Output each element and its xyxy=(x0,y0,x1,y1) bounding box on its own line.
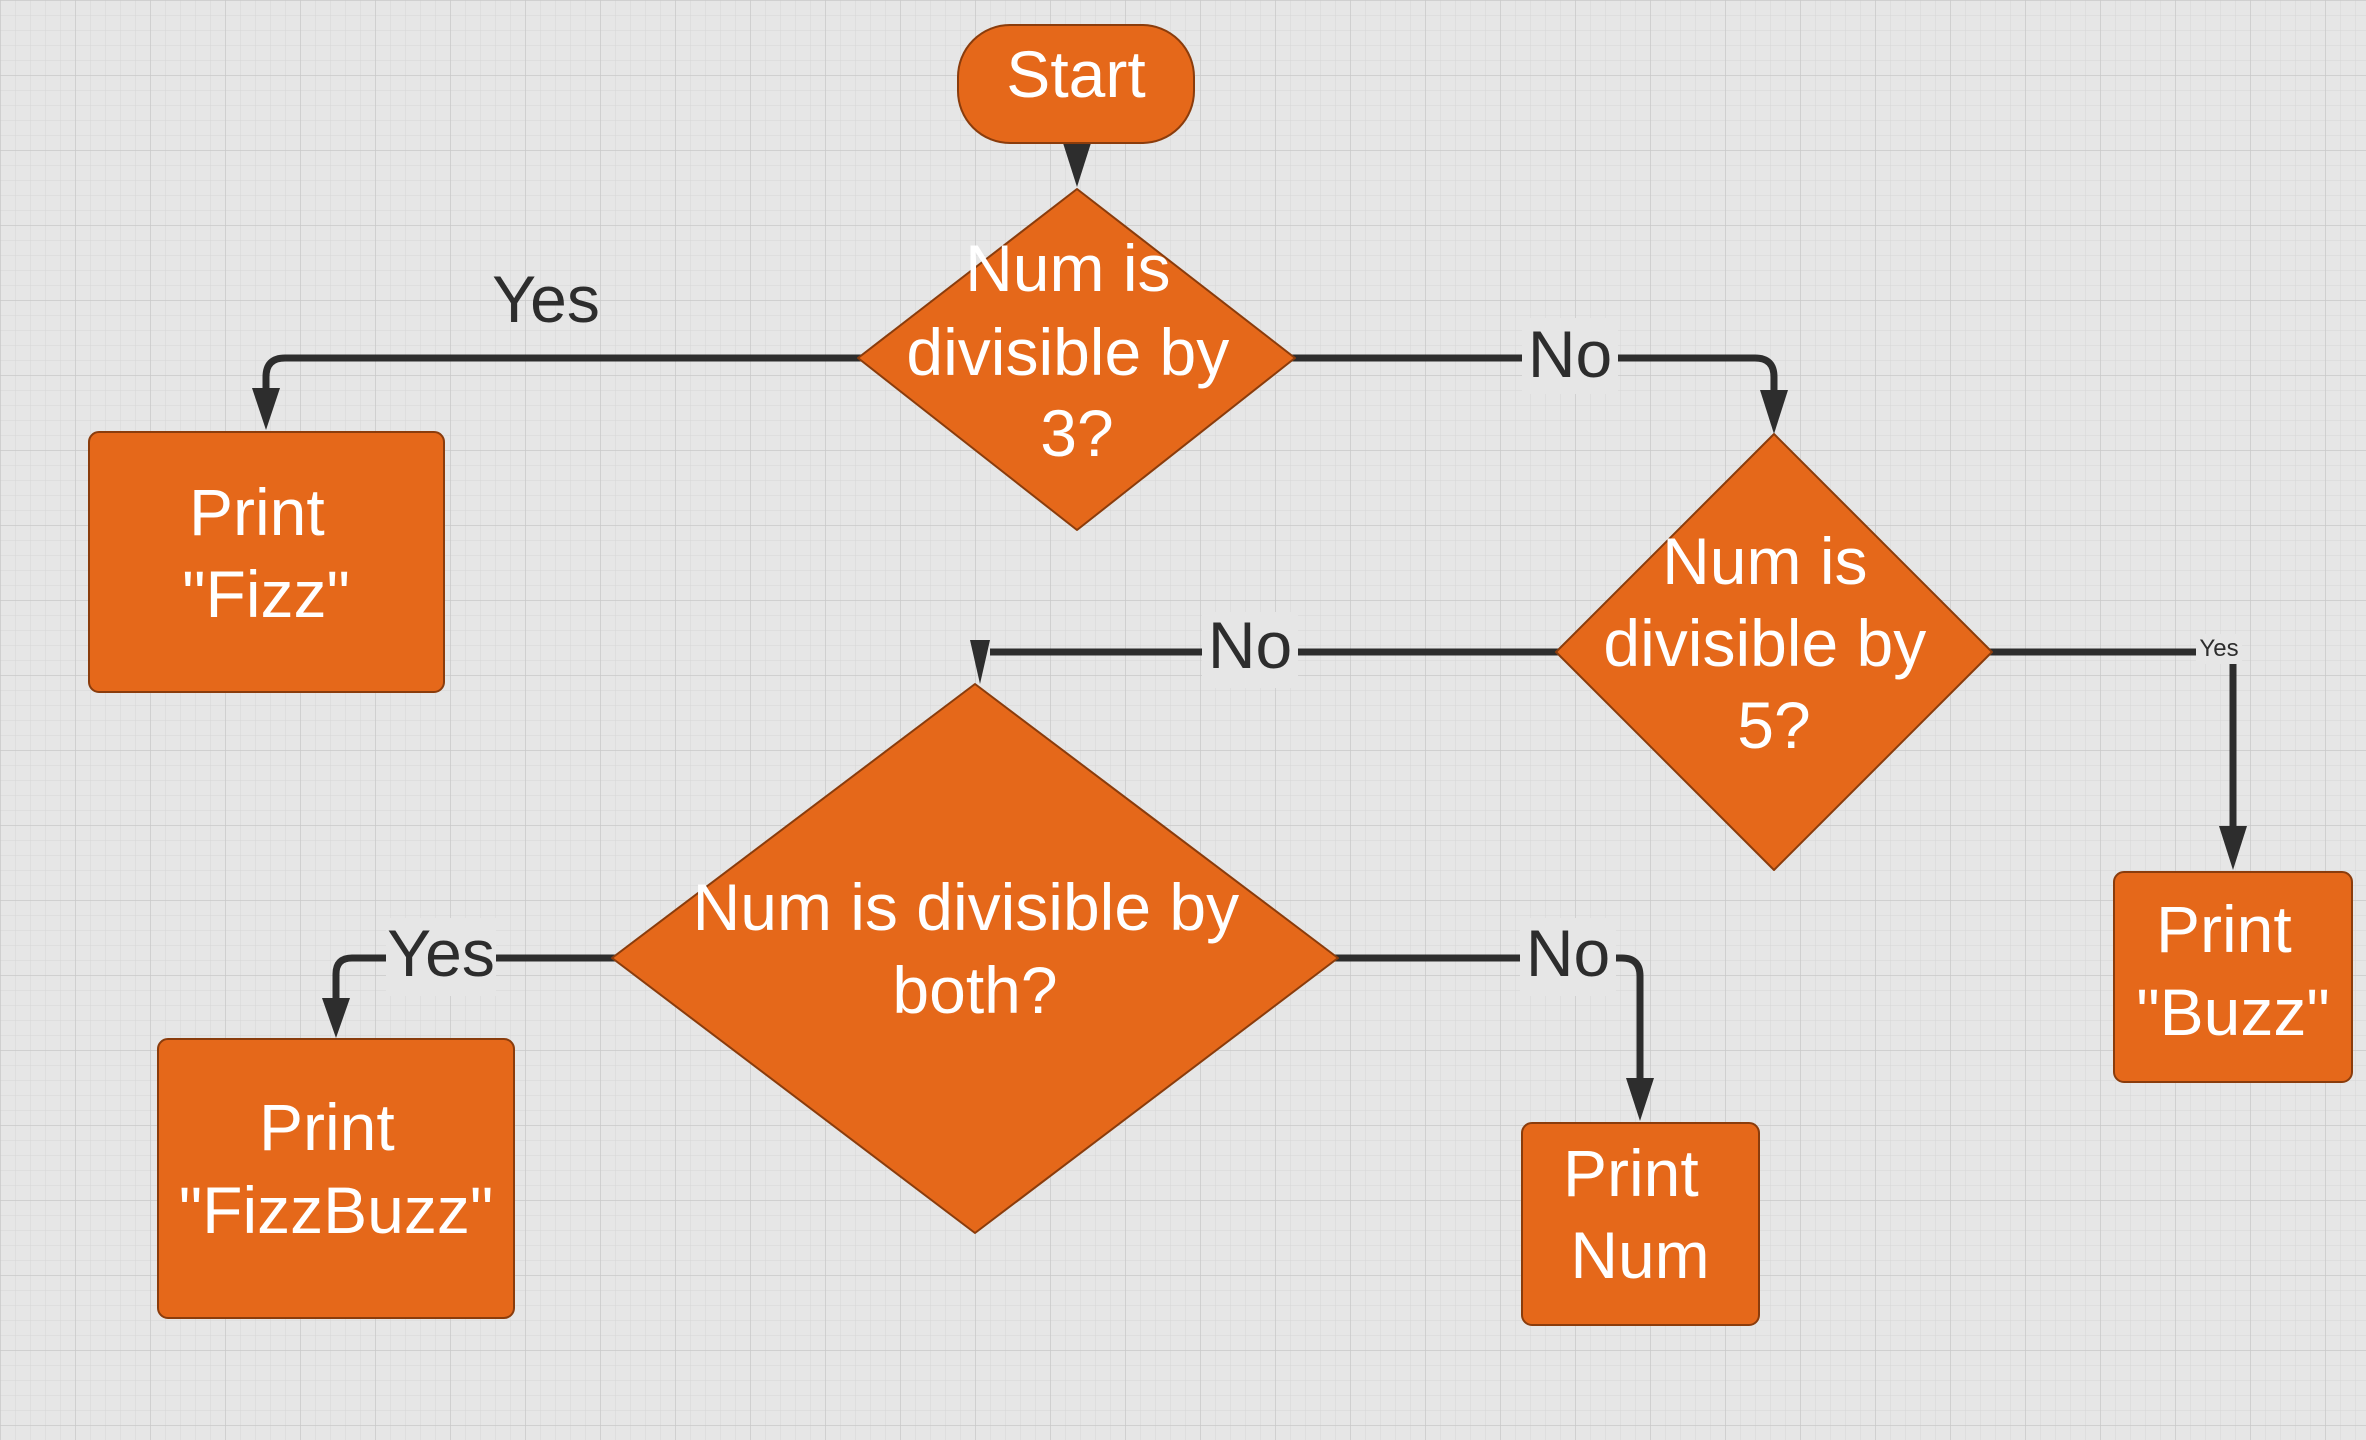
print-fizzbuzz-line-2: "FizzBuzz" xyxy=(179,1173,494,1247)
arrowhead-to-buzz xyxy=(2219,826,2247,870)
arrowhead-to-num xyxy=(1626,1078,1654,1121)
edge-label-div3-yes: Yes xyxy=(492,262,600,336)
svg-text:Print "Fizz": Print "Fizz" xyxy=(182,475,350,631)
decision-div5-line-2: divisible by xyxy=(1603,606,1926,680)
process-print-fizzbuzz[interactable]: Print "FizzBuzz" xyxy=(157,1038,515,1319)
print-fizzbuzz-line-1: Print xyxy=(259,1090,395,1164)
svg-text:Num is divisible by: Num is divisible by 5? xyxy=(1603,524,1944,762)
edge-label-both-no: No xyxy=(1526,916,1610,990)
arrowhead-to-fizzbuzz xyxy=(322,998,350,1038)
arrowhead-to-fizz xyxy=(252,388,280,430)
start-node[interactable]: Start xyxy=(957,24,1195,144)
edge-label-div5-no: No xyxy=(1208,608,1292,682)
arrowheads xyxy=(252,143,2247,1121)
svg-text:Num is divisible by both: Num is divisible by both? xyxy=(693,870,1258,1027)
start-node-text: Start xyxy=(1006,37,1145,111)
print-fizz-line-2: "Fizz" xyxy=(182,557,350,631)
decision-div3-line-2: divisible by xyxy=(906,315,1229,389)
decision-div5-line-1: Num is xyxy=(1662,524,1867,598)
decision-div3-line-3: 3? xyxy=(1040,396,1113,470)
svg-text:Print "Buzz": Print "Buzz" xyxy=(2136,892,2330,1049)
svg-text:Print "FizzBuzz": Print "FizzBuzz" xyxy=(179,1090,494,1247)
connector-div3-yes-to-fizz[interactable] xyxy=(262,354,862,395)
decision-div3-line-1: Num is xyxy=(965,231,1170,305)
arrowhead-start-to-div3 xyxy=(1063,143,1091,187)
decision-div5-line-3: 5? xyxy=(1737,688,1810,762)
edge-labels: Yes No No Yes Yes No xyxy=(386,262,2242,996)
edge-label-both-yes: Yes xyxy=(387,916,495,990)
decision-both-line-1: Num is divisible by xyxy=(693,870,1240,944)
connector-both-yes-to-fizzbuzz[interactable] xyxy=(332,954,615,1005)
process-print-num[interactable]: Print Num xyxy=(1521,1122,1760,1326)
arrowhead-to-both xyxy=(970,640,990,684)
print-num-line-2: Num xyxy=(1570,1218,1709,1292)
print-num-line-1: Print xyxy=(1563,1136,1699,1210)
edge-label-div3-no: No xyxy=(1528,317,1612,391)
decision-both-line-2: both? xyxy=(892,953,1057,1027)
arrowhead-to-div5 xyxy=(1760,390,1788,434)
connector-div3-no-to-div5[interactable] xyxy=(1292,354,1778,397)
decision-divisible-by-both[interactable]: Num is divisible by both? xyxy=(611,683,1339,1234)
decision-divisible-by-5[interactable]: Num is divisible by 5? xyxy=(1555,433,1993,871)
process-print-fizz[interactable]: Print "Fizz" xyxy=(88,431,445,693)
edge-label-div5-yes: Yes xyxy=(2199,635,2238,662)
decision-divisible-by-3[interactable]: Num is divisible by 3? xyxy=(857,188,1296,531)
process-print-buzz[interactable]: Print "Buzz" xyxy=(2113,871,2353,1083)
print-fizz-line-1: Print xyxy=(189,475,325,549)
svg-text:Num is divisible by: Num is divisible by 3? xyxy=(906,231,1247,470)
print-buzz-line-2: "Buzz" xyxy=(2136,975,2330,1049)
print-buzz-line-1: Print xyxy=(2156,892,2292,966)
connector-both-no-to-num[interactable] xyxy=(1335,954,1644,1086)
svg-text:Print Num: Print Num xyxy=(1563,1136,1717,1292)
